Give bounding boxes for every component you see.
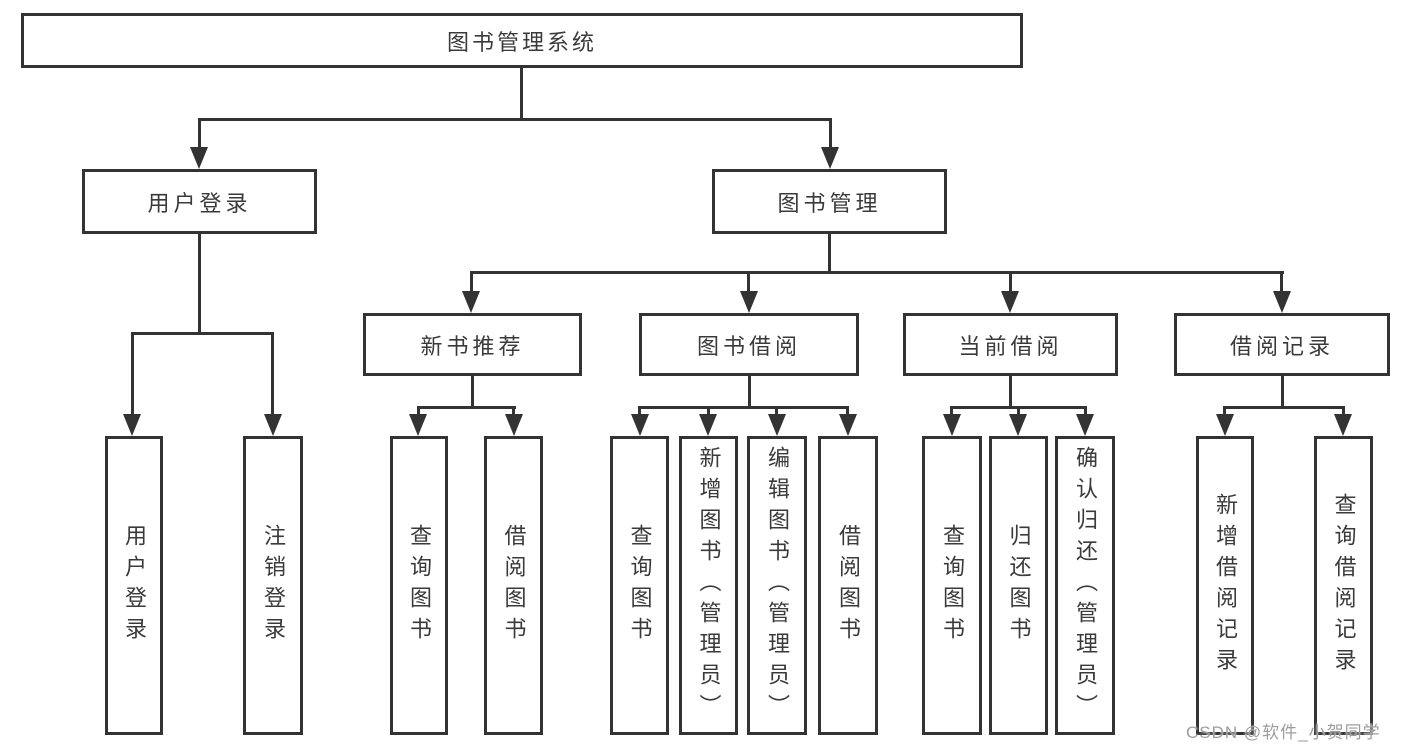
arrowhead-icon	[631, 414, 649, 436]
arrowhead-icon	[462, 291, 480, 313]
node-label: 新书推荐	[420, 333, 525, 359]
leaf-br-query-record: 查询借阅记录	[1314, 436, 1373, 735]
node-label: 借阅图书	[836, 523, 861, 648]
node-new-book-recommend: 新书推荐	[363, 313, 582, 376]
arrowhead-icon	[943, 414, 961, 436]
arrowhead-icon	[1076, 414, 1094, 436]
node-label: 图书管理	[777, 190, 882, 216]
node-label: 新增借阅记录	[1213, 492, 1238, 679]
connector-line	[707, 406, 710, 416]
leaf-logout: 注销登录	[243, 436, 303, 735]
node-label: 查询图书	[407, 523, 432, 648]
arrowhead-icon	[740, 291, 758, 313]
connector-line	[846, 406, 849, 416]
leaf-rec-borrow-books: 借阅图书	[484, 436, 543, 735]
connector-line	[1223, 406, 1226, 416]
connector-line	[829, 118, 832, 148]
leaf-bb-borrow-books: 借阅图书	[818, 436, 878, 735]
connector-line	[470, 271, 1284, 274]
connector-line	[1009, 271, 1012, 294]
node-book-management: 图书管理	[712, 169, 947, 234]
connector-line	[471, 376, 474, 409]
leaf-cb-return-books: 归还图书	[989, 436, 1048, 735]
leaf-rec-query-books: 查询图书	[390, 436, 448, 735]
connector-line	[198, 118, 832, 121]
arrowhead-icon	[409, 414, 427, 436]
connector-line	[1342, 406, 1345, 416]
leaf-bb-edit-books: 编辑图书（管理员）	[747, 436, 807, 735]
node-borrow-records: 借阅记录	[1174, 313, 1390, 376]
arrowhead-icon	[1001, 291, 1019, 313]
connector-line	[748, 376, 751, 409]
node-label: 借阅图书	[501, 523, 527, 648]
arrowhead-icon	[1216, 414, 1234, 436]
node-label: 借阅记录	[1229, 333, 1334, 359]
connector-line	[1084, 406, 1087, 416]
connector-line	[1223, 406, 1345, 409]
arrowhead-icon	[1334, 414, 1352, 436]
leaf-cb-query-books: 查询图书	[922, 436, 982, 735]
connector-line	[638, 406, 641, 416]
connector-line	[1009, 376, 1012, 409]
node-label: 当前借阅	[958, 333, 1063, 359]
arrowhead-icon	[768, 414, 786, 436]
connector-line	[198, 234, 201, 335]
arrowhead-icon	[190, 147, 208, 169]
connector-line	[131, 332, 134, 416]
csdn-watermark: CSDN @软件_小贺同学	[1186, 723, 1381, 742]
connector-line	[470, 271, 473, 294]
node-label: 注销登录	[261, 523, 286, 648]
node-book-borrow: 图书借阅	[639, 313, 859, 376]
arrowhead-icon	[699, 414, 717, 436]
arrowhead-icon	[123, 414, 141, 436]
leaf-bb-query-books: 查询图书	[610, 436, 669, 735]
node-label: 用户登录	[122, 523, 147, 648]
node-label: 查询借阅记录	[1331, 492, 1357, 679]
node-label: 查询图书	[940, 523, 965, 648]
arrowhead-icon	[821, 147, 839, 169]
node-label: 归还图书	[1006, 523, 1032, 648]
leaf-user-login: 用户登录	[105, 436, 163, 735]
arrowhead-icon	[1273, 291, 1291, 313]
connector-line	[271, 332, 274, 416]
connector-line	[417, 406, 516, 409]
node-current-borrow: 当前借阅	[903, 313, 1118, 376]
node-label: 图书管理系统	[446, 29, 597, 55]
node-label: 图书借阅	[696, 333, 801, 359]
connector-line	[520, 68, 523, 121]
node-label: 编辑图书（管理员）	[765, 446, 790, 725]
node-label: 新增图书（管理员）	[696, 446, 722, 725]
connector-line	[828, 233, 831, 274]
connector-line	[1281, 376, 1284, 409]
arrowhead-icon	[264, 414, 282, 436]
node-label: 确认归还（管理员）	[1073, 446, 1098, 725]
connector-line	[747, 271, 750, 294]
node-label: 用户登录	[147, 190, 252, 216]
node-label: 查询图书	[627, 523, 653, 648]
connector-line	[950, 406, 953, 416]
node-user-login: 用户登录	[82, 169, 317, 234]
leaf-br-add-record: 新增借阅记录	[1196, 436, 1254, 735]
arrowhead-icon	[1009, 414, 1027, 436]
connector-line	[1017, 406, 1020, 416]
leaf-bb-add-books: 新增图书（管理员）	[679, 436, 738, 735]
connector-line	[512, 406, 515, 416]
leaf-cb-confirm-return: 确认归还（管理员）	[1055, 436, 1115, 735]
arrowhead-icon	[839, 414, 857, 436]
connector-line	[1280, 271, 1283, 294]
connector-line	[198, 118, 201, 148]
connector-line	[131, 332, 274, 335]
connector-line	[417, 406, 420, 416]
connector-line	[638, 406, 849, 409]
connector-line	[775, 406, 778, 416]
node-root: 图书管理系统	[21, 13, 1023, 68]
arrowhead-icon	[505, 414, 523, 436]
